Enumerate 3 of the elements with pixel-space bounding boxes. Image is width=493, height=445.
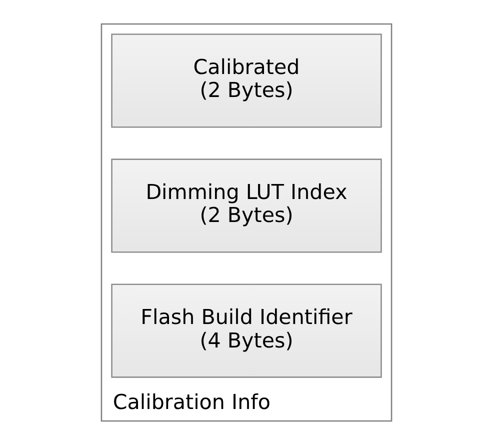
node-box: Dimming LUT Index (2 Bytes) <box>111 158 382 253</box>
node-box: Calibrated (2 Bytes) <box>111 34 382 128</box>
node-box: Flash Build Identifier (4 Bytes) <box>111 284 382 378</box>
